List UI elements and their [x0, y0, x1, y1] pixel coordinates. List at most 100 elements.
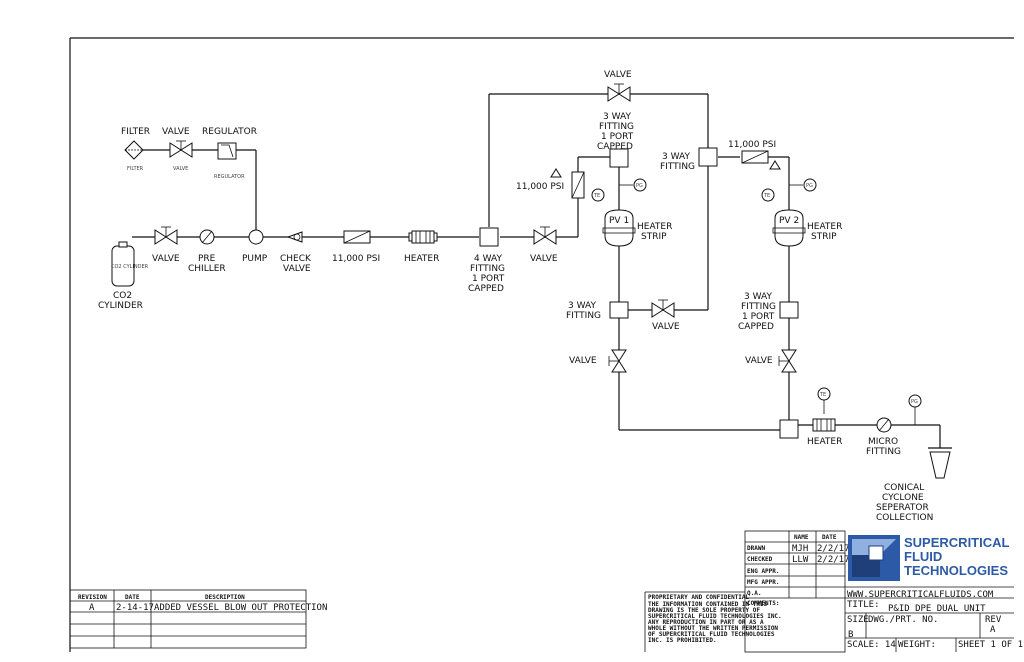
- label-tw2-fitting: FITTING: [660, 162, 695, 172]
- check-valve-symbol: [286, 231, 303, 243]
- cyclone-separator: [928, 447, 952, 479]
- label-psi-main: 11,000 PSI: [332, 254, 380, 264]
- label-heat1: HEATER: [637, 222, 672, 232]
- label-4way-fitting: FITTING: [470, 264, 505, 274]
- label-co2: CO2: [113, 291, 132, 301]
- label-valve-bypass: VALVE: [604, 70, 632, 80]
- label-chiller: CHILLER: [188, 264, 226, 274]
- company-name-1: SUPERCRITICAL: [904, 535, 1010, 550]
- label-4way-capped: CAPPED: [468, 284, 504, 294]
- label-collection: COLLECTION: [876, 513, 933, 523]
- te3-symbol: [817, 387, 831, 401]
- mid-valve-symbol: [651, 299, 675, 318]
- label-tw3-fitting: FITTING: [566, 311, 601, 321]
- label-filter-small: FILTER: [127, 166, 144, 172]
- label-pump: PUMP: [242, 254, 268, 264]
- label-4way: 4 WAY: [474, 254, 502, 264]
- label-pg2: PG: [806, 183, 813, 189]
- tb-drawn-date: 2/2/17: [817, 544, 850, 554]
- label-valve-main: VALVE: [152, 254, 180, 264]
- three-way-fitting-2: [698, 147, 718, 167]
- tb-comments: COMMENTS:: [747, 600, 780, 607]
- main-valve-symbol: [154, 226, 178, 245]
- label-pre: PRE: [198, 254, 216, 264]
- revision-table: REVISION DATE DESCRIPTION A 2-14-17 ADDE…: [69, 589, 327, 649]
- size-label: SIZE: [847, 615, 869, 625]
- label-cyclone: CYCLONE: [882, 493, 924, 503]
- tb-qa: Q.A.: [747, 590, 761, 597]
- label-tw4-port: 1 PORT: [742, 312, 775, 322]
- label-4way-port: 1 PORT: [472, 274, 505, 284]
- label-check-valve: VALVE: [283, 264, 311, 274]
- tb-checked-name: LLW: [792, 555, 809, 565]
- micro-fitting-symbol: [876, 417, 892, 433]
- pressure-vessel-2: [772, 209, 806, 247]
- label-tw4-fitting: FITTING: [741, 302, 776, 312]
- three-way-fitting-4: [779, 301, 799, 319]
- label-psi-pv1: 11,000 PSI: [516, 182, 564, 192]
- outlet-heater-symbol: [812, 418, 836, 432]
- pressure-vessel-1: [602, 209, 636, 247]
- rev-value-tb: A: [990, 625, 996, 635]
- label-valve-left-v: VALVE: [569, 356, 597, 366]
- tb-drawn: DRAWN: [747, 545, 765, 552]
- label-co2-small: CO2 CYLINDER: [111, 264, 149, 270]
- label-regulator-small: REGULATOR: [214, 174, 245, 180]
- company-name-2: FLUID: [904, 549, 942, 564]
- prop-line-2: THE INFORMATION CONTAINED IN THIS: [648, 601, 768, 608]
- label-seperator: SEPERATOR: [876, 503, 929, 513]
- heater-main-symbol: [408, 230, 438, 244]
- label-micro: MICRO: [868, 437, 898, 447]
- te2-symbol: [761, 188, 775, 202]
- label-te2: TE: [763, 193, 770, 199]
- tb-checked: CHECKED: [747, 556, 773, 563]
- right-vertical-valve: [778, 349, 797, 373]
- label-regulator: REGULATOR: [202, 127, 257, 137]
- pre-chiller-symbol: [199, 229, 215, 245]
- filter-symbol: [124, 140, 144, 160]
- dwg-label: DWG./PRT. NO.: [868, 615, 938, 625]
- prop-line-6: WHOLE WITHOUT THE WRITTEN PERMISSION: [648, 625, 778, 632]
- four-way-fitting: [479, 227, 499, 247]
- size-value: B: [848, 630, 853, 640]
- label-pv2: PV 2: [779, 216, 799, 226]
- top-valve-symbol: [169, 140, 193, 158]
- prop-line-1: PROPRIETARY AND CONFIDENTIAL: [648, 594, 750, 601]
- label-conical: CONICAL: [884, 483, 924, 493]
- prop-line-4: SUPERCRITICAL FLUID TECHNOLOGIES INC.: [648, 613, 782, 620]
- label-cylinder: CYLINDER: [98, 301, 143, 311]
- te1-symbol: [591, 188, 605, 202]
- label-heater-main: HEATER: [404, 254, 439, 264]
- rev-label: REV: [985, 615, 1002, 625]
- prop-line-3: DRAWING IS THE SOLE PROPERTY OF: [648, 607, 760, 614]
- pv1-inlet-valve: [533, 226, 557, 245]
- left-vertical-valve: [608, 349, 627, 373]
- rev-date: 2-14-17: [116, 603, 154, 613]
- company-name-3: TECHNOLOGIES: [904, 563, 1008, 578]
- pg3-symbol: [908, 394, 922, 408]
- label-tw1-fitting: FITTING: [599, 122, 634, 132]
- pg1-symbol: [633, 178, 647, 192]
- tb-eng: ENG APPR.: [747, 568, 780, 575]
- regulator-symbol: [217, 142, 237, 160]
- label-heat2-strip: STRIP: [811, 232, 837, 242]
- pump-symbol: [248, 229, 264, 245]
- scale: SCALE: 14: [847, 640, 896, 650]
- label-pv1: PV 1: [609, 216, 629, 226]
- website: WWW.SUPERCRITICALFLUIDS.COM: [847, 590, 994, 600]
- label-te1: TE: [593, 193, 600, 199]
- rev-col-revision: REVISION: [78, 594, 107, 601]
- rev-col-date: DATE: [125, 594, 140, 601]
- title-block: PROPRIETARY AND CONFIDENTIAL THE INFORMA…: [644, 530, 1023, 653]
- bottom-fitting: [779, 419, 799, 439]
- rev-description: ADDED VESSEL BLOW OUT PROTECTION: [154, 603, 327, 613]
- label-valve-mid: VALVE: [652, 322, 680, 332]
- pg2-symbol: [803, 178, 817, 192]
- label-valve-pv1: VALVE: [530, 254, 558, 264]
- label-tw1-port: 1 PORT: [601, 132, 634, 142]
- label-te3: TE: [819, 392, 826, 398]
- label-heat1-strip: STRIP: [641, 232, 667, 242]
- company-logo: [848, 535, 900, 581]
- rev-value: A: [89, 603, 95, 613]
